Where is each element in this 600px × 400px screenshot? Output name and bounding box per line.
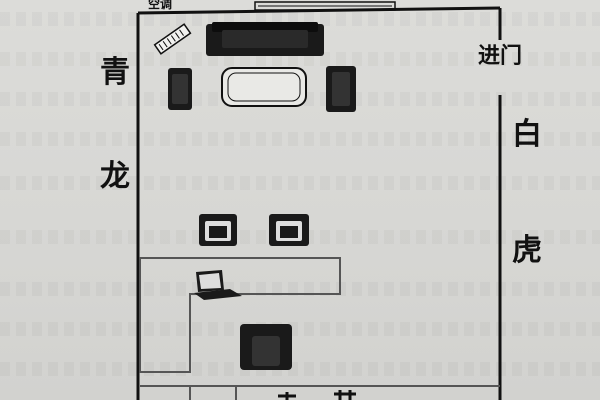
ac-label: 空调 bbox=[148, 0, 173, 11]
white-tiger-bottom-label: 虎 bbox=[512, 233, 542, 268]
azure-dragon-bottom-label: 龙 bbox=[100, 159, 130, 194]
room-walls bbox=[136, 6, 502, 400]
background-text-row bbox=[0, 12, 600, 26]
right-armchair-icon bbox=[326, 66, 356, 112]
left-armchair-icon bbox=[168, 68, 192, 110]
background-text-row bbox=[0, 282, 600, 296]
background-text-row bbox=[0, 322, 600, 336]
entrance-label: 进门 bbox=[478, 44, 523, 69]
white-tiger-top-label: 白 bbox=[512, 117, 542, 152]
visitor-chair-right-icon bbox=[269, 214, 309, 246]
background-text-row bbox=[0, 132, 600, 146]
azure-dragon-top-label: 青 bbox=[100, 55, 130, 90]
main-sofa-icon bbox=[206, 22, 324, 56]
bottom-partition bbox=[140, 385, 500, 400]
top-shelf bbox=[254, 1, 396, 11]
bottom-cut-text bbox=[278, 390, 356, 400]
background-text-row bbox=[0, 52, 600, 66]
laptop-icon bbox=[194, 270, 242, 300]
visitor-chair-left-icon bbox=[199, 214, 237, 246]
office-chair-icon bbox=[240, 324, 292, 370]
coffee-table bbox=[221, 67, 307, 107]
air-conditioner-icon bbox=[153, 23, 192, 55]
office-desk bbox=[139, 257, 341, 373]
background-text-row bbox=[0, 176, 600, 190]
